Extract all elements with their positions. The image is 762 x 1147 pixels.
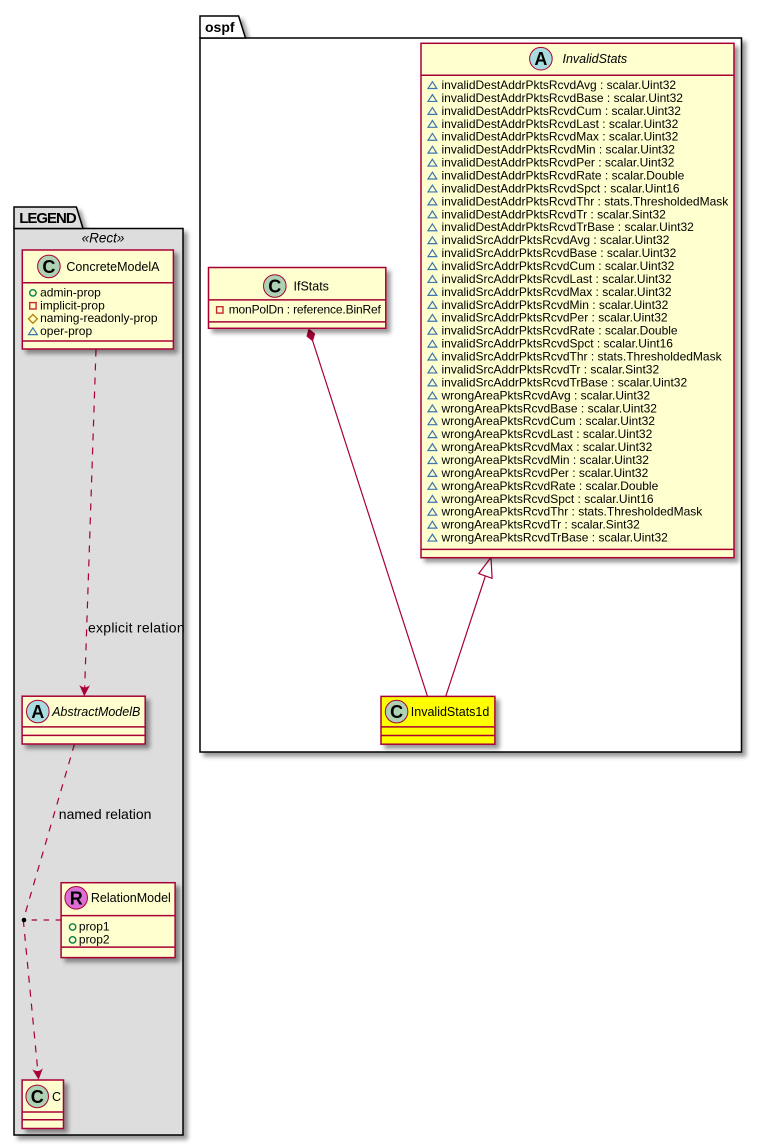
svg-text:InvalidStats: InvalidStats	[563, 52, 628, 66]
svg-text:invalidDestAddrPktsRcvdSpct :: invalidDestAddrPktsRcvdSpct : scalar.Uin…	[442, 181, 680, 195]
svg-text:wrongAreaPktsRcvdTr : scalar.S: wrongAreaPktsRcvdTr : scalar.Sint32	[441, 518, 641, 532]
svg-text:invalidSrcAddrPktsRcvdPer : sc: invalidSrcAddrPktsRcvdPer : scalar.Uint3…	[442, 311, 668, 325]
svg-text:wrongAreaPktsRcvdMin : scalar.: wrongAreaPktsRcvdMin : scalar.Uint32	[441, 453, 650, 467]
svg-text:LEGEND: LEGEND	[19, 210, 77, 227]
svg-text:wrongAreaPktsRcvdPer : scalar.: wrongAreaPktsRcvdPer : scalar.Uint32	[441, 466, 649, 480]
svg-text:invalidSrcAddrPktsRcvdTr : sca: invalidSrcAddrPktsRcvdTr : scalar.Sint32	[442, 362, 660, 376]
svg-text:A: A	[31, 702, 44, 722]
svg-text:monPolDn : reference.BinRef: monPolDn : reference.BinRef	[229, 302, 382, 316]
svg-text:invalidDestAddrPktsRcvdThr : s: invalidDestAddrPktsRcvdThr : stats.Thres…	[442, 194, 730, 208]
svg-text:«Rect»: «Rect»	[82, 231, 125, 246]
svg-text:wrongAreaPktsRcvdRate : scalar: wrongAreaPktsRcvdRate : scalar.Double	[441, 479, 659, 493]
svg-text:admin-prop: admin-prop	[40, 285, 101, 299]
svg-text:invalidSrcAddrPktsRcvdRate : s: invalidSrcAddrPktsRcvdRate : scalar.Doub…	[442, 324, 678, 338]
svg-text:invalidDestAddrPktsRcvdPer : s: invalidDestAddrPktsRcvdPer : scalar.Uint…	[442, 156, 675, 170]
svg-text:C: C	[31, 1087, 44, 1107]
svg-text:explicit relation: explicit relation	[88, 619, 185, 635]
svg-text:C: C	[52, 1090, 61, 1104]
svg-text:prop2: prop2	[79, 932, 110, 946]
svg-text:oper-prop: oper-prop	[40, 324, 92, 338]
svg-text:invalidDestAddrPktsRcvdAvg : s: invalidDestAddrPktsRcvdAvg : scalar.Uint…	[442, 78, 677, 92]
svg-text:invalidDestAddrPktsRcvdRate :: invalidDestAddrPktsRcvdRate : scalar.Dou…	[442, 169, 685, 183]
svg-text:wrongAreaPktsRcvdSpct : scalar: wrongAreaPktsRcvdSpct : scalar.Uint16	[441, 492, 654, 506]
svg-text:invalidSrcAddrPktsRcvdTrBase :: invalidSrcAddrPktsRcvdTrBase : scalar.Ui…	[442, 375, 688, 389]
svg-text:wrongAreaPktsRcvdBase : scalar: wrongAreaPktsRcvdBase : scalar.Uint32	[441, 401, 658, 415]
svg-text:wrongAreaPktsRcvdCum : scalar.: wrongAreaPktsRcvdCum : scalar.Uint32	[441, 414, 656, 428]
svg-text:C: C	[390, 702, 403, 722]
svg-text:invalidSrcAddrPktsRcvdAvg : sc: invalidSrcAddrPktsRcvdAvg : scalar.Uint3…	[442, 233, 670, 247]
svg-text:C: C	[42, 257, 55, 277]
svg-text:invalidSrcAddrPktsRcvdCum : sc: invalidSrcAddrPktsRcvdCum : scalar.Uint3…	[442, 259, 675, 273]
svg-text:wrongAreaPktsRcvdThr : stats.T: wrongAreaPktsRcvdThr : stats.Thresholded…	[441, 505, 704, 519]
svg-text:RelationModel: RelationModel	[91, 891, 171, 905]
svg-text:wrongAreaPktsRcvdLast : scalar: wrongAreaPktsRcvdLast : scalar.Uint32	[441, 427, 653, 441]
svg-text:invalidDestAddrPktsRcvdLast :: invalidDestAddrPktsRcvdLast : scalar.Uin…	[442, 117, 679, 131]
svg-text:invalidSrcAddrPktsRcvdSpct : s: invalidSrcAddrPktsRcvdSpct : scalar.Uint…	[442, 337, 674, 351]
svg-text:invalidSrcAddrPktsRcvdThr : st: invalidSrcAddrPktsRcvdThr : stats.Thresh…	[442, 350, 723, 364]
svg-text:invalidDestAddrPktsRcvdMax : s: invalidDestAddrPktsRcvdMax : scalar.Uint…	[442, 130, 679, 144]
svg-text:implicit-prop: implicit-prop	[40, 298, 105, 312]
svg-text:invalidSrcAddrPktsRcvdMin : sc: invalidSrcAddrPktsRcvdMin : scalar.Uint3…	[442, 298, 669, 312]
svg-text:IfStats: IfStats	[294, 279, 329, 293]
svg-text:C: C	[268, 277, 281, 297]
svg-text:invalidDestAddrPktsRcvdBase :: invalidDestAddrPktsRcvdBase : scalar.Uin…	[442, 91, 684, 105]
svg-text:InvalidStats1d: InvalidStats1d	[411, 705, 490, 719]
svg-text:invalidSrcAddrPktsRcvdLast : s: invalidSrcAddrPktsRcvdLast : scalar.Uint…	[442, 272, 672, 286]
svg-text:invalidDestAddrPktsRcvdTr : sc: invalidDestAddrPktsRcvdTr : scalar.Sint3…	[442, 207, 667, 221]
svg-text:invalidSrcAddrPktsRcvdBase : s: invalidSrcAddrPktsRcvdBase : scalar.Uint…	[442, 246, 677, 260]
svg-text:R: R	[70, 888, 83, 908]
svg-text:wrongAreaPktsRcvdAvg : scalar.: wrongAreaPktsRcvdAvg : scalar.Uint32	[441, 388, 651, 402]
svg-text:wrongAreaPktsRcvdMax : scalar.: wrongAreaPktsRcvdMax : scalar.Uint32	[441, 440, 653, 454]
svg-text:ConcreteModelA: ConcreteModelA	[66, 260, 160, 274]
svg-text:A: A	[534, 49, 547, 69]
svg-text:ospf: ospf	[205, 19, 235, 35]
svg-text:invalidDestAddrPktsRcvdCum : s: invalidDestAddrPktsRcvdCum : scalar.Uint…	[442, 104, 682, 118]
svg-text:prop1: prop1	[79, 920, 110, 934]
svg-text:invalidSrcAddrPktsRcvdMax : sc: invalidSrcAddrPktsRcvdMax : scalar.Uint3…	[442, 285, 672, 299]
svg-text:naming-readonly-prop: naming-readonly-prop	[40, 311, 158, 325]
svg-text:AbstractModelB: AbstractModelB	[51, 705, 140, 719]
svg-text:invalidDestAddrPktsRcvdMin : s: invalidDestAddrPktsRcvdMin : scalar.Uint…	[442, 143, 676, 157]
svg-text:wrongAreaPktsRcvdTrBase : scal: wrongAreaPktsRcvdTrBase : scalar.Uint32	[441, 531, 669, 545]
svg-text:invalidDestAddrPktsRcvdTrBase: invalidDestAddrPktsRcvdTrBase : scalar.U…	[442, 220, 695, 234]
svg-text:named relation: named relation	[59, 806, 152, 822]
